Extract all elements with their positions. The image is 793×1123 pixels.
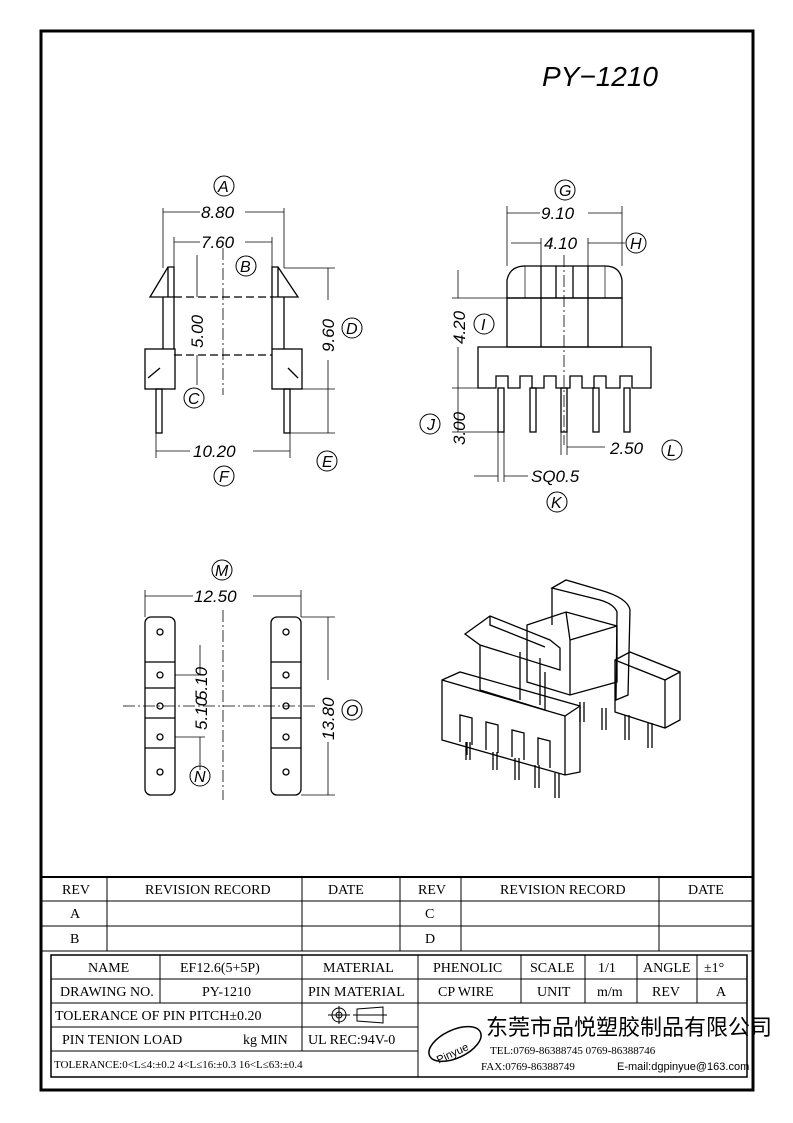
label-F: F bbox=[219, 469, 230, 486]
dim-C-value: 5.00 bbox=[188, 314, 207, 348]
label-E: E bbox=[322, 454, 333, 471]
label-B: B bbox=[240, 259, 251, 276]
title-block bbox=[50, 954, 748, 1078]
tb-pin-load-unit: kg MIN bbox=[243, 1033, 288, 1048]
tb-angle-label: ANGLE bbox=[643, 961, 690, 976]
dim-N2-value: 5.10 bbox=[192, 696, 211, 730]
dim-G-value: 9.10 bbox=[541, 204, 575, 223]
tb-drawing-value: PY-1210 bbox=[202, 985, 251, 1000]
dim-A-value: 8.80 bbox=[201, 203, 235, 222]
tb-ul-rec: UL REC:94V-0 bbox=[308, 1033, 395, 1048]
label-O: O bbox=[346, 703, 358, 720]
front-left-flange-top bbox=[148, 266, 175, 298]
rev-header-6: DATE bbox=[688, 883, 724, 898]
rev-header-3: DATE bbox=[328, 883, 364, 898]
dim-B-value: 7.60 bbox=[201, 233, 235, 252]
label-I: I bbox=[481, 317, 486, 334]
tb-pin-material-value: CP WIRE bbox=[438, 985, 494, 1000]
company-email: E-mail:dgpinyue@163.com bbox=[617, 1061, 749, 1073]
side-view bbox=[452, 206, 652, 482]
rev-row-B: B bbox=[70, 932, 79, 947]
front-right-flange-top bbox=[271, 266, 300, 298]
tb-tolerance-pitch: TOLERANCE OF PIN PITCH±0.20 bbox=[55, 1009, 262, 1024]
dim-N-value: 5.10 bbox=[192, 666, 211, 700]
tb-scale-label: SCALE bbox=[530, 961, 574, 976]
dim-J-value: 3.00 bbox=[450, 411, 469, 445]
label-D: D bbox=[346, 321, 358, 338]
label-N: N bbox=[194, 769, 206, 786]
rev-header-5: REVISION RECORD bbox=[500, 883, 626, 898]
sheet-border bbox=[39, 29, 755, 1092]
tb-unit-label: UNIT bbox=[537, 985, 571, 1000]
company-fax: FAX:0769-86388749 bbox=[481, 1061, 575, 1073]
rev-row-D: D bbox=[425, 932, 435, 947]
tb-rev-value: A bbox=[716, 985, 727, 1000]
label-K: K bbox=[551, 495, 563, 512]
dim-D-value: 9.60 bbox=[319, 318, 338, 352]
rev-header-1: REV bbox=[62, 883, 90, 898]
revision-table bbox=[41, 876, 753, 952]
rev-row-A: A bbox=[70, 907, 81, 922]
label-H: H bbox=[630, 236, 642, 253]
tb-tolerance-line: TOLERANCE:0<L≤4:±0.2 4<L≤16:±0.3 16<L≤63… bbox=[54, 1059, 303, 1071]
tb-drawing-label: DRAWING NO. bbox=[60, 985, 154, 1000]
label-L: L bbox=[667, 443, 676, 460]
tb-name-label: NAME bbox=[88, 961, 129, 976]
isometric-view bbox=[441, 579, 681, 798]
label-C: C bbox=[188, 391, 200, 408]
dim-F-value: 10.20 bbox=[193, 442, 236, 461]
label-J: J bbox=[426, 417, 436, 434]
rev-row-C: C bbox=[425, 907, 434, 922]
logo-text: Pinyue bbox=[435, 1041, 471, 1066]
rev-header-2: REVISION RECORD bbox=[145, 883, 271, 898]
dim-O-value: 13.80 bbox=[319, 697, 338, 740]
tb-scale-value: 1/1 bbox=[598, 961, 616, 976]
tb-unit-value: m/m bbox=[597, 985, 623, 1000]
dim-H-value: 4.10 bbox=[544, 234, 578, 253]
tb-pin-material-label: PIN MATERIAL bbox=[308, 985, 405, 1000]
company-tel: TEL:0769-86388745 0769-86388746 bbox=[490, 1045, 656, 1057]
tb-material-value: PHENOLIC bbox=[433, 961, 502, 976]
tb-name-value: EF12.6(5+5P) bbox=[180, 961, 260, 976]
dim-L-value: 2.50 bbox=[609, 439, 644, 458]
label-A: A bbox=[217, 179, 229, 196]
tb-pin-load: PIN TENION LOAD bbox=[62, 1033, 182, 1048]
tb-material-label: MATERIAL bbox=[323, 961, 394, 976]
front-view bbox=[144, 208, 335, 458]
dim-M-value: 12.50 bbox=[194, 587, 237, 606]
label-M: M bbox=[215, 563, 229, 580]
tb-rev-label: REV bbox=[652, 985, 680, 1000]
label-G: G bbox=[559, 183, 571, 200]
projection-symbol-icon bbox=[328, 1006, 387, 1024]
company-logo: Pinyue bbox=[428, 1025, 482, 1066]
rev-header-4: REV bbox=[418, 883, 446, 898]
company-name: 东莞市品悦塑胶制品有限公司 bbox=[486, 1015, 772, 1040]
drawing-title: PY−1210 bbox=[542, 61, 658, 92]
dim-K-value: SQ0.5 bbox=[531, 467, 580, 486]
tb-angle-value: ±1° bbox=[704, 961, 724, 976]
dim-I-value: 4.20 bbox=[450, 310, 469, 344]
bottom-view bbox=[123, 590, 335, 800]
